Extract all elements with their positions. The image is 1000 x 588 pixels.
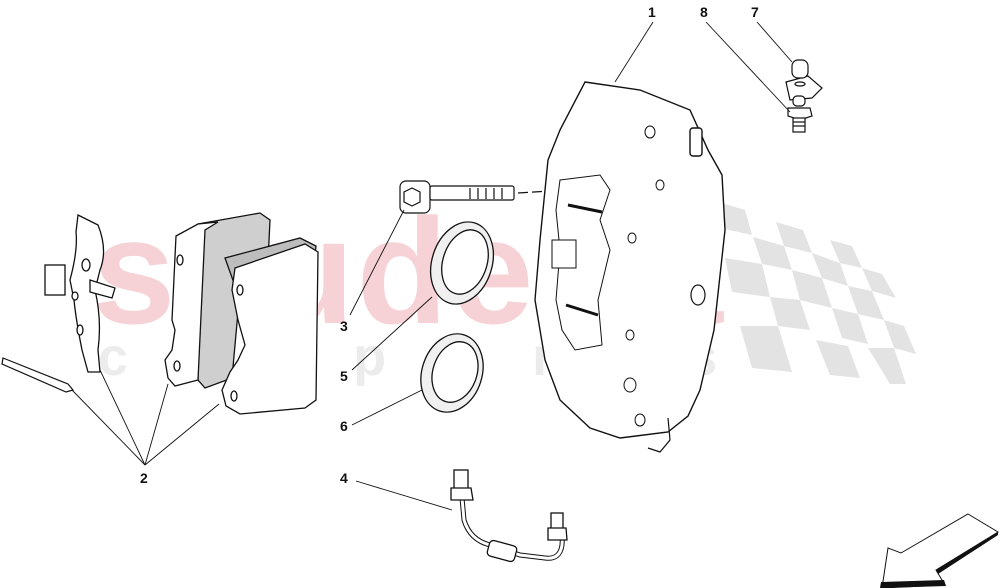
seal-ring-6 xyxy=(420,333,484,413)
brake-pipe xyxy=(450,469,568,563)
front-direction-arrow-icon xyxy=(880,513,999,588)
callout-6[interactable]: 6 xyxy=(340,418,348,434)
brake-caliper xyxy=(534,81,726,453)
brake-pad-front xyxy=(221,237,319,415)
leader-lines xyxy=(71,21,793,511)
pad-pin xyxy=(1,357,75,393)
callout-2[interactable]: 2 xyxy=(140,470,148,486)
checkered-flag-icon xyxy=(712,200,916,384)
callout-5[interactable]: 5 xyxy=(340,368,348,384)
bleed-valve-cap xyxy=(785,59,823,101)
callout-3[interactable]: 3 xyxy=(340,318,348,334)
callout-1[interactable]: 1 xyxy=(648,4,656,20)
callout-4[interactable]: 4 xyxy=(340,470,348,486)
callout-8[interactable]: 8 xyxy=(700,4,708,20)
bleed-screw xyxy=(787,95,813,133)
callout-7[interactable]: 7 xyxy=(751,4,759,20)
pad-retaining-clip xyxy=(44,214,116,373)
seal-ring-5 xyxy=(430,221,494,305)
